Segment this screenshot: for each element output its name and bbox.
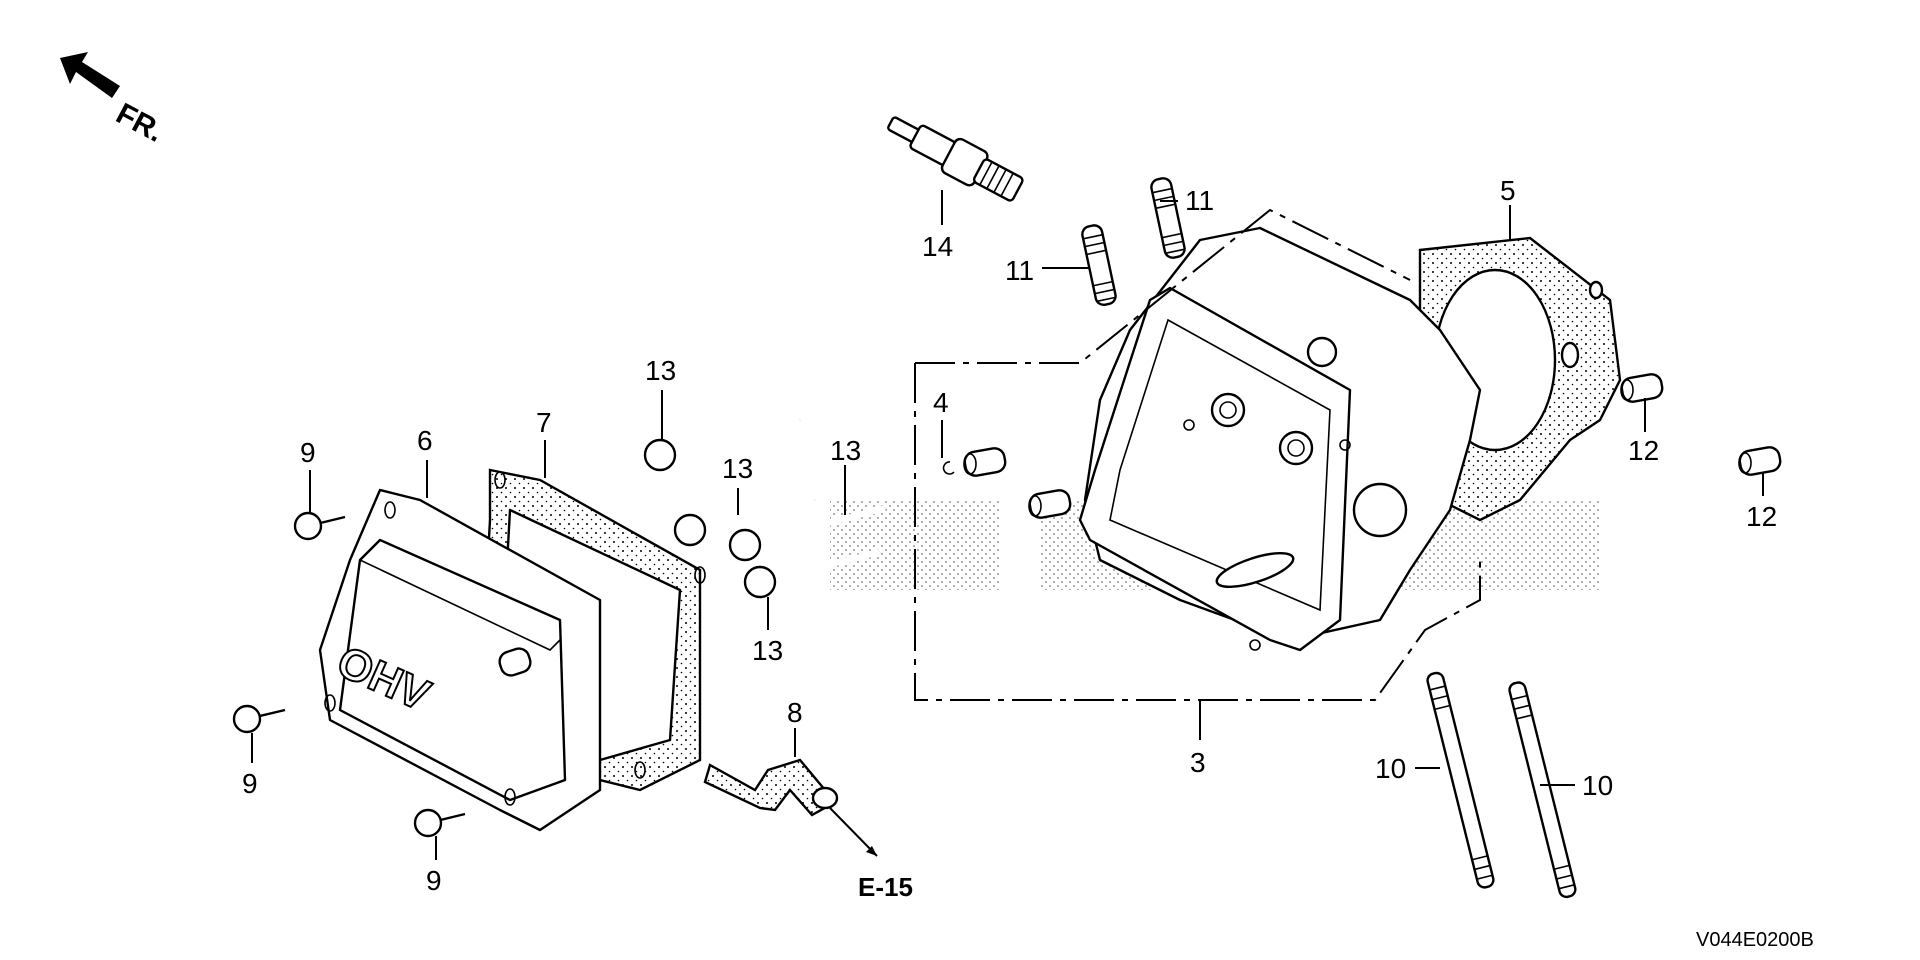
assembly-bracket-3	[915, 208, 1411, 364]
part-stud-11b[interactable]	[1042, 224, 1117, 307]
callout-13-top: 13	[645, 355, 676, 386]
callout-10-left: 10	[1375, 753, 1406, 784]
callout-8: 8	[787, 697, 803, 728]
front-direction-label: FR.	[111, 97, 169, 149]
part-dowel-pin-12a[interactable]: 12	[1620, 373, 1664, 466]
callout-5: 5	[1500, 175, 1516, 206]
callout-14: 14	[922, 231, 953, 262]
callout-12-upper: 12	[1628, 435, 1659, 466]
callout-13-mid-right: 13	[830, 435, 861, 466]
part-breather-tube[interactable]: 8	[703, 697, 878, 857]
part-stud-10b[interactable]: 10	[1508, 681, 1613, 899]
part-bolt-9c[interactable]: 9	[413, 808, 466, 896]
part-bolt-9a[interactable]: 9	[293, 437, 346, 541]
part-head-cover[interactable]: OHV 6	[318, 425, 602, 832]
part-bolt-9b[interactable]: 9	[232, 704, 286, 799]
callout-13-bottom: 13	[752, 635, 783, 666]
part-bolt-13d[interactable]: 13	[743, 549, 881, 666]
front-direction-arrow-icon	[60, 52, 120, 98]
callout-7: 7	[536, 407, 552, 438]
part-cylinder-head[interactable]	[1078, 226, 1482, 652]
figure-code: V044E0200B	[1696, 929, 1814, 951]
part-stud-11a[interactable]	[1150, 177, 1186, 259]
callout-12-lower: 12	[1746, 501, 1777, 532]
callout-6: 6	[417, 425, 433, 456]
assembly-bracket-3-bottom	[914, 363, 1481, 701]
callout-9-top: 9	[300, 437, 316, 468]
part-stud-10a[interactable]: 10	[1375, 671, 1495, 889]
callout-11-upper: 11	[1185, 185, 1214, 216]
callout-3: 3	[1190, 747, 1206, 778]
callout-4: 4	[933, 387, 949, 418]
callout-9-left: 9	[242, 768, 258, 799]
callout-13-mid-left: 13	[722, 453, 753, 484]
front-direction-marker: FR.	[60, 52, 169, 149]
cross-reference-e15[interactable]: E-15	[858, 872, 913, 902]
part-bolt-13c[interactable]: 13	[728, 435, 886, 562]
part-dowel-pin-a[interactable]	[963, 447, 1007, 478]
callout-10-right: 10	[1582, 770, 1613, 801]
part-clip[interactable]: 4	[933, 387, 955, 475]
callout-11-lower: 11	[1005, 255, 1034, 286]
part-dowel-pin-12b[interactable]: 12	[1738, 446, 1782, 532]
part-bolt-13a[interactable]: 13	[643, 355, 801, 472]
part-spark-plug[interactable]: 14	[882, 106, 1027, 262]
callout-9-bottom: 9	[426, 865, 442, 896]
part-dowel-pin-b[interactable]	[1028, 489, 1072, 520]
part-bolt-13b[interactable]: 13	[673, 453, 816, 547]
